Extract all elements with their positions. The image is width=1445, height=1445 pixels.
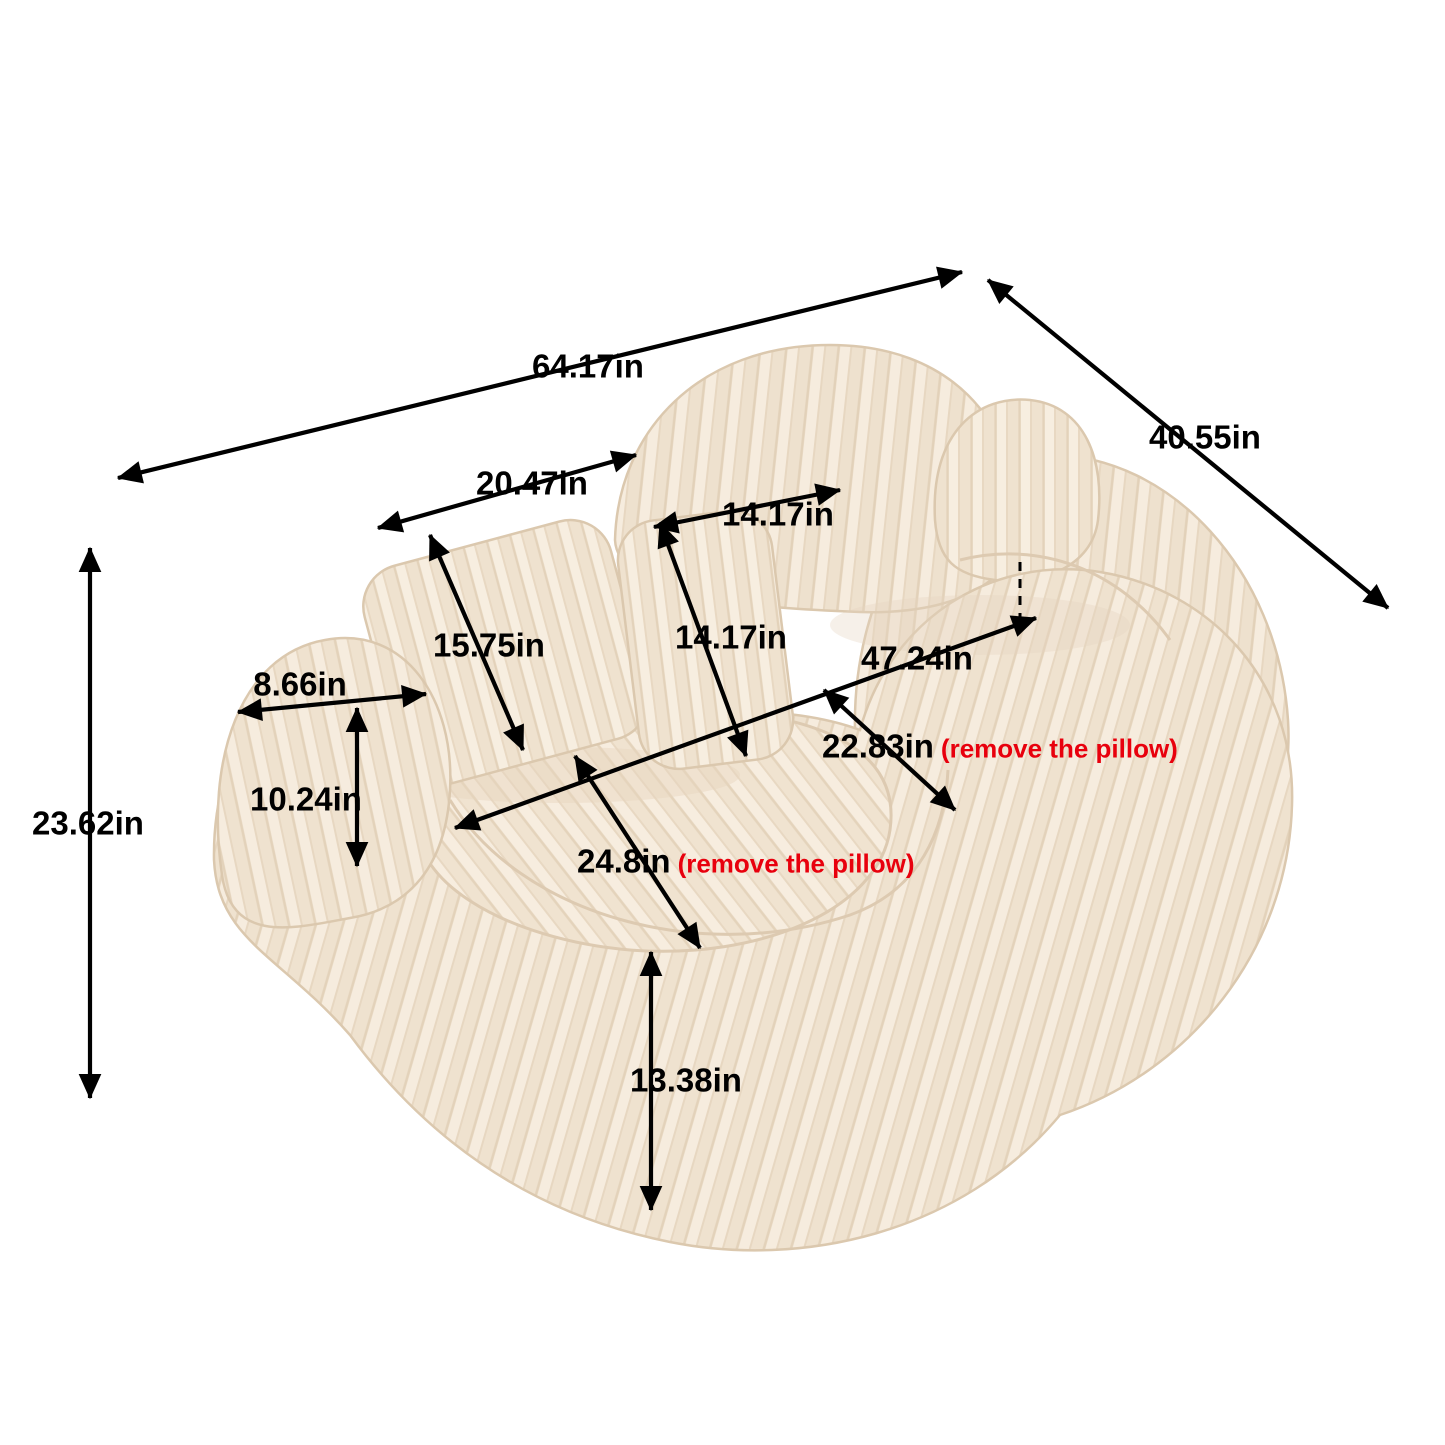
sofa-illustration [212, 343, 1294, 1252]
dim-overall-width: 64.17in [532, 347, 644, 385]
dim-top-pillow-width: 14.17in [722, 495, 834, 533]
dim-seat-depth-note: (remove the pillow) [940, 733, 1178, 764]
dim-arm-height: 10.24in [250, 780, 362, 818]
dim-seat-front-width: 24.8in(remove the pillow) [577, 845, 914, 878]
dim-seat-front-note: (remove the pillow) [677, 848, 915, 879]
dim-overall-height: 23.62in [32, 804, 144, 842]
arrow-top-pillow-width [652, 483, 842, 534]
arrow-back-pillow-width [376, 450, 638, 533]
arrow-seat-depth [822, 688, 957, 812]
dim-back-pillow-height: 15.75in [433, 626, 545, 664]
dim-seat-depth: 22.83in(remove the pillow) [822, 730, 1178, 763]
arrow-arm-width [236, 684, 428, 722]
dim-overall-depth: 40.55in [1149, 418, 1261, 456]
dim-seat-front-value: 24.8in [577, 842, 671, 880]
dim-seat-depth-value: 22.83in [822, 727, 934, 765]
seam-seat-rim [448, 769, 950, 936]
arrow-overall-depth [986, 278, 1390, 610]
arrow-seat-front-width [573, 754, 702, 950]
dim-back-pillow-width: 20.47in [476, 464, 588, 502]
dim-base-height: 13.38in [630, 1061, 742, 1099]
arrow-seat-total-width [453, 615, 1038, 831]
dim-seat-total-width: 47.24in [861, 639, 973, 677]
dimension-arrows [78, 266, 1390, 1212]
dim-arm-width: 8.66in [253, 665, 347, 703]
dim-mid-pillow-height: 14.17in [675, 618, 787, 656]
arrow-overall-width [116, 266, 964, 484]
